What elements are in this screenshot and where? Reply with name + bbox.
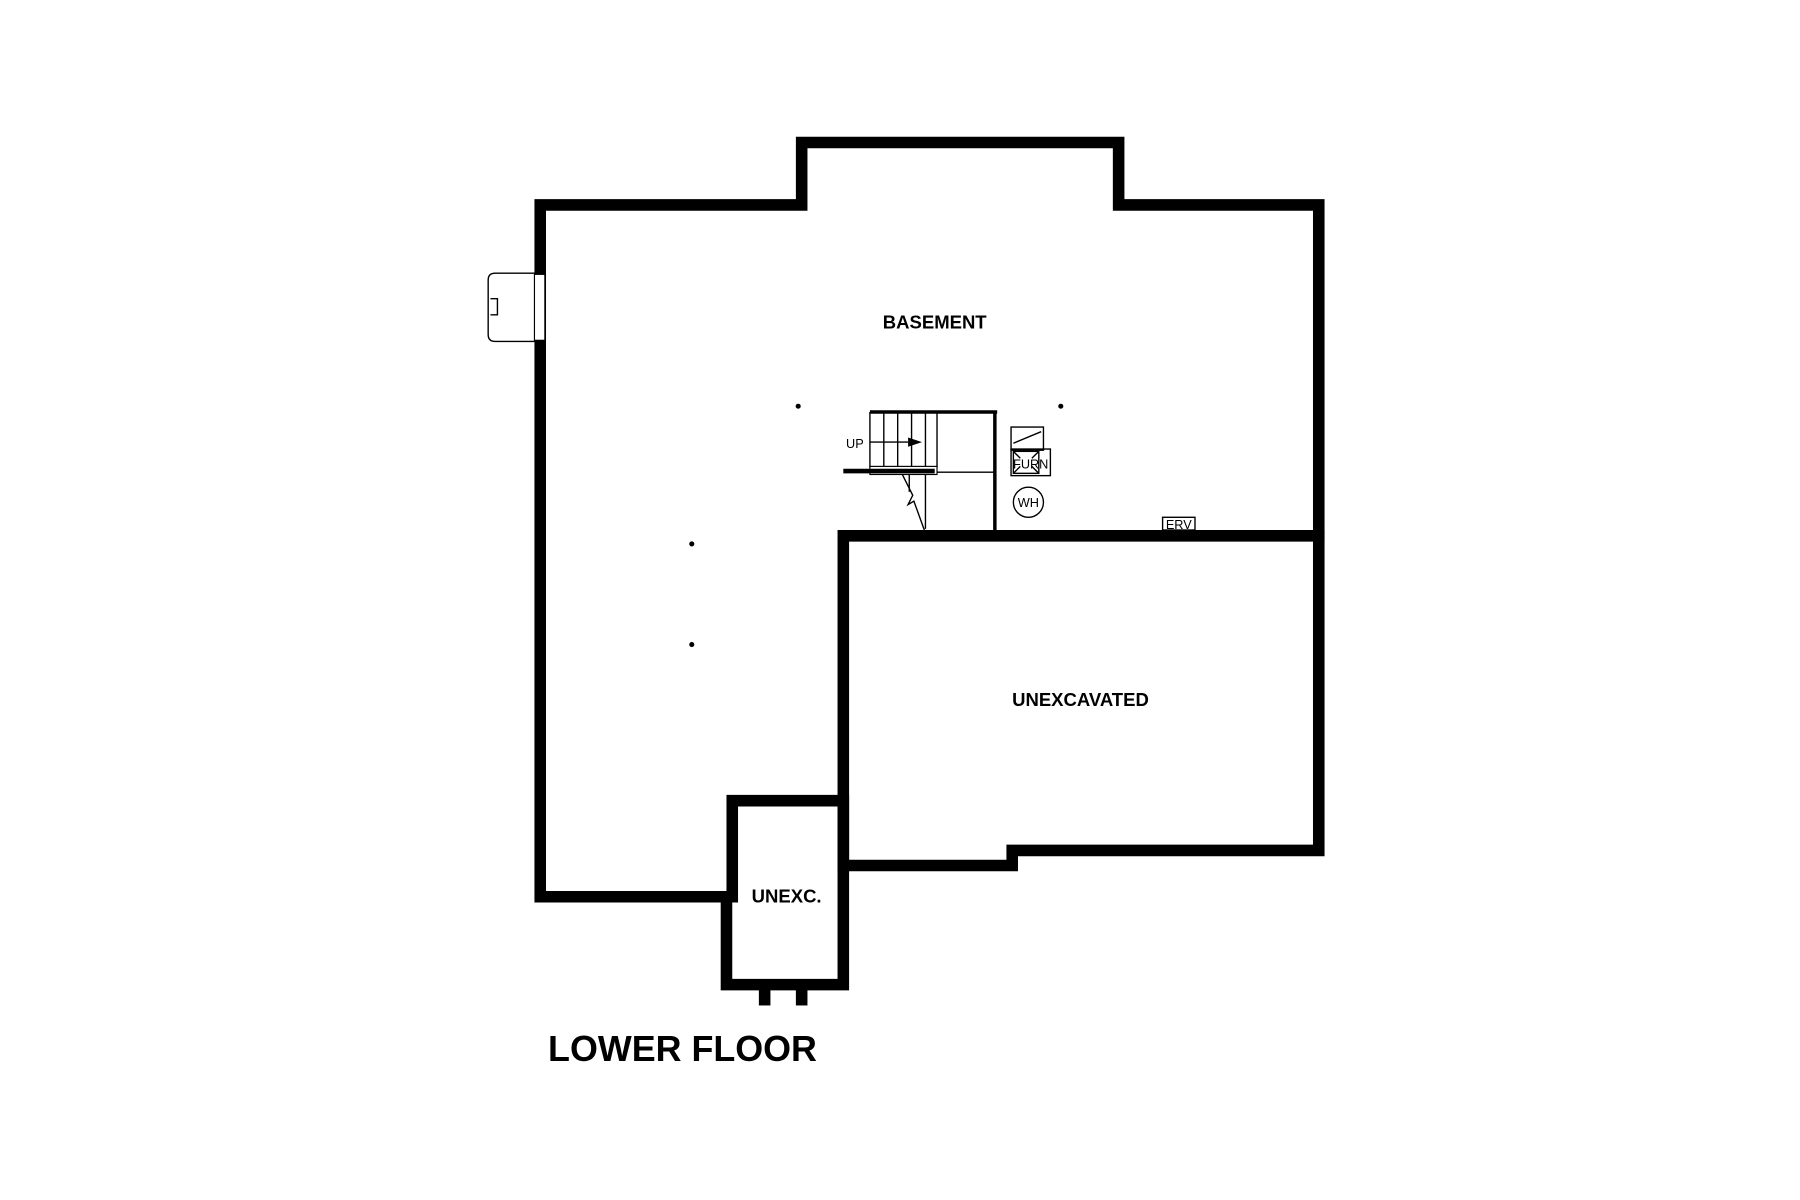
post-dot	[689, 641, 695, 648]
support-posts	[689, 403, 1064, 648]
erv-label: ERV	[1166, 517, 1192, 532]
stairs-up-label: UP	[846, 436, 864, 451]
post-dot	[795, 403, 801, 409]
water-heater: WH	[1012, 486, 1045, 518]
post-dot	[689, 541, 695, 547]
room-label-unexcavated: UNEXCAVATED	[1012, 689, 1149, 710]
room-label-basement: BASEMENT	[883, 312, 988, 333]
post	[758, 984, 771, 1006]
furnace-label: FURN	[1013, 457, 1048, 472]
post-dot	[1058, 403, 1064, 409]
room-label-unexc: UNEXC.	[752, 886, 822, 907]
staircase: UP	[843, 410, 998, 533]
water-heater-label: WH	[1018, 495, 1039, 510]
furnace: FURN	[1010, 426, 1052, 477]
outer-wall	[534, 136, 1325, 903]
arrow-icon	[908, 437, 922, 447]
erv: ERV	[1161, 516, 1196, 532]
unexcavated-divider-wall	[837, 530, 1325, 872]
walls	[534, 136, 1325, 1006]
post	[795, 984, 808, 1006]
unexc-small-wall	[720, 794, 850, 991]
window-well	[487, 272, 546, 343]
floor-title: LOWER FLOOR	[548, 1029, 817, 1069]
